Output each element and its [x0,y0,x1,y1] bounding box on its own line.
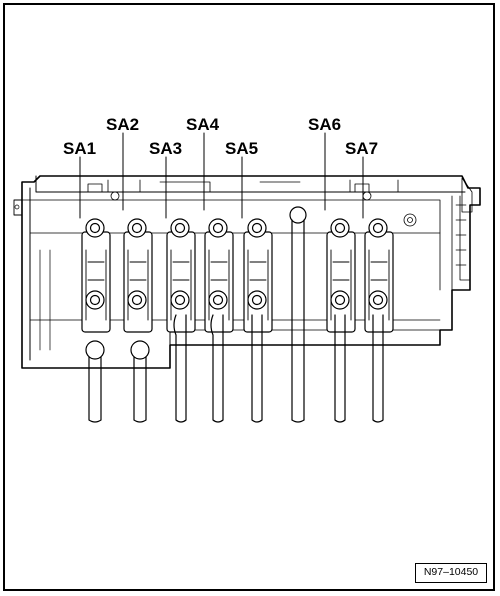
label-sa2: SA2 [106,115,139,134]
label-sa4: SA4 [186,115,220,134]
label-sa1: SA1 [63,139,96,158]
figure-frame [3,3,495,591]
cable-sa5 [251,314,263,423]
main-cable [289,206,307,423]
fuse-terminal-sa5 [243,218,273,333]
cable-sa6 [334,314,346,423]
fuse-terminal-sa7 [364,218,394,333]
fuse-terminal-sa2 [123,218,153,333]
cable-sa4 [210,314,224,423]
cable-sa3 [173,314,187,423]
leader-lines [79,132,364,219]
fuse-terminal-sa3 [166,218,196,333]
cable-sa1 [85,340,105,423]
cable-sa2 [130,340,150,423]
label-sa6: SA6 [308,115,341,134]
label-sa3: SA3 [149,139,182,158]
label-sa5: SA5 [225,139,258,158]
label-sa7: SA7 [345,139,378,158]
fuse-terminal-sa6 [326,218,356,333]
fuse-terminal-sa4 [204,218,234,333]
reference-number: N97–10450 [415,563,487,583]
cable-sa7 [372,314,384,423]
fuse-terminal-sa1 [81,218,111,333]
